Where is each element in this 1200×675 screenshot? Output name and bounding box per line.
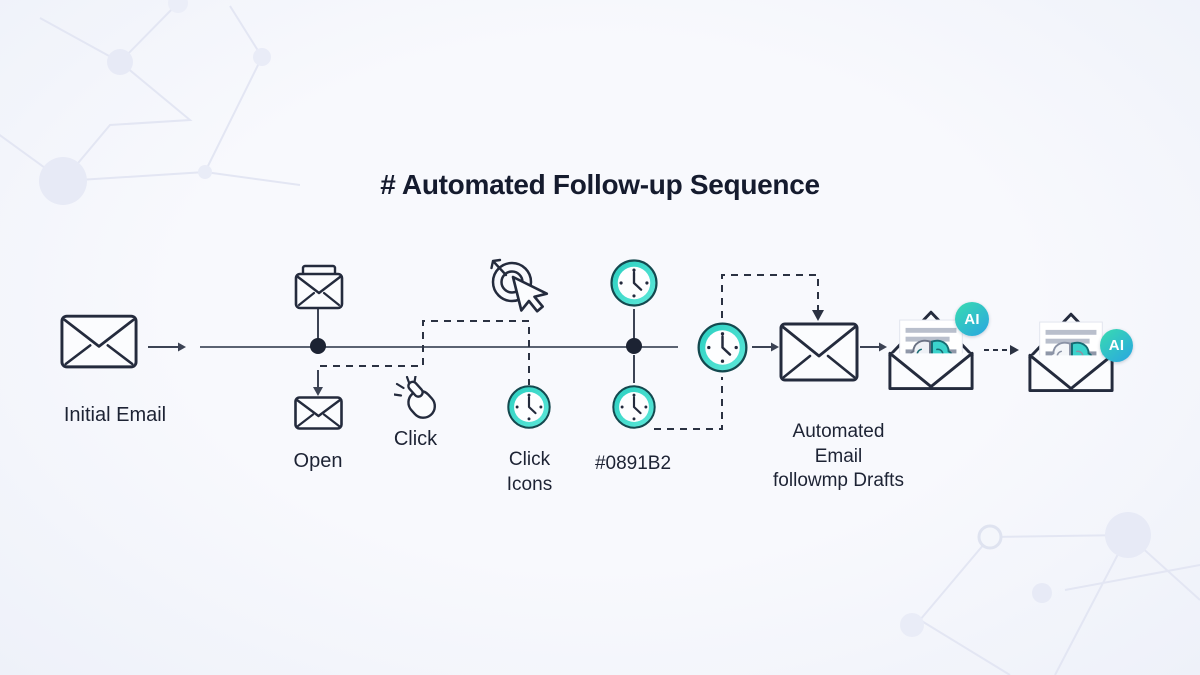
dashed-arrow-icon	[984, 345, 1019, 355]
arrow-down-icon	[313, 370, 323, 396]
ai-badge: AI	[1100, 329, 1133, 362]
open-label: Open	[293, 450, 343, 472]
ai-badge: AI	[955, 302, 989, 336]
timer-clock-icon	[506, 384, 552, 430]
timeline-node	[626, 338, 642, 354]
ai-email-icon	[1026, 300, 1116, 395]
timer-clock-icon	[609, 258, 659, 308]
page-title: # Automated Follow-up Sequence	[380, 169, 820, 200]
initial-email-label: Initial Email	[63, 404, 167, 426]
click-icons-label: Click Icons	[506, 449, 553, 495]
tap-click-icon	[394, 376, 442, 424]
timeline	[200, 346, 678, 348]
dashed-connector-arrow	[721, 274, 824, 321]
ai-email-icon	[886, 298, 976, 393]
click-label: Click	[393, 428, 438, 450]
timer-clock-icon	[696, 321, 749, 374]
arrow-right-icon	[860, 342, 887, 352]
dashed-connector	[654, 377, 723, 430]
dashed-connector	[320, 320, 530, 385]
draft-envelope-icon	[779, 322, 859, 382]
timer-clock-icon	[611, 384, 657, 430]
arrow-right-icon	[148, 342, 186, 352]
timeline-node	[310, 338, 326, 354]
network-decoration-top-left	[0, 0, 300, 205]
initial-envelope-icon	[60, 314, 138, 369]
opened-mail-icon	[294, 396, 343, 431]
arrow-right-icon	[752, 342, 779, 352]
color-code-label: #0891B2	[594, 453, 672, 474]
ai-badge-text: AI	[964, 310, 980, 328]
ai-badge-text: AI	[1108, 337, 1125, 354]
automated-drafts-label: Automated Email followmp Drafts	[773, 421, 904, 492]
target-cursor-icon	[486, 256, 552, 324]
connector-line	[317, 308, 319, 339]
connector-line	[633, 309, 635, 339]
connector-line	[633, 355, 635, 383]
network-decoration-bottom-right	[900, 512, 1200, 675]
received-mail-icon	[294, 264, 344, 311]
